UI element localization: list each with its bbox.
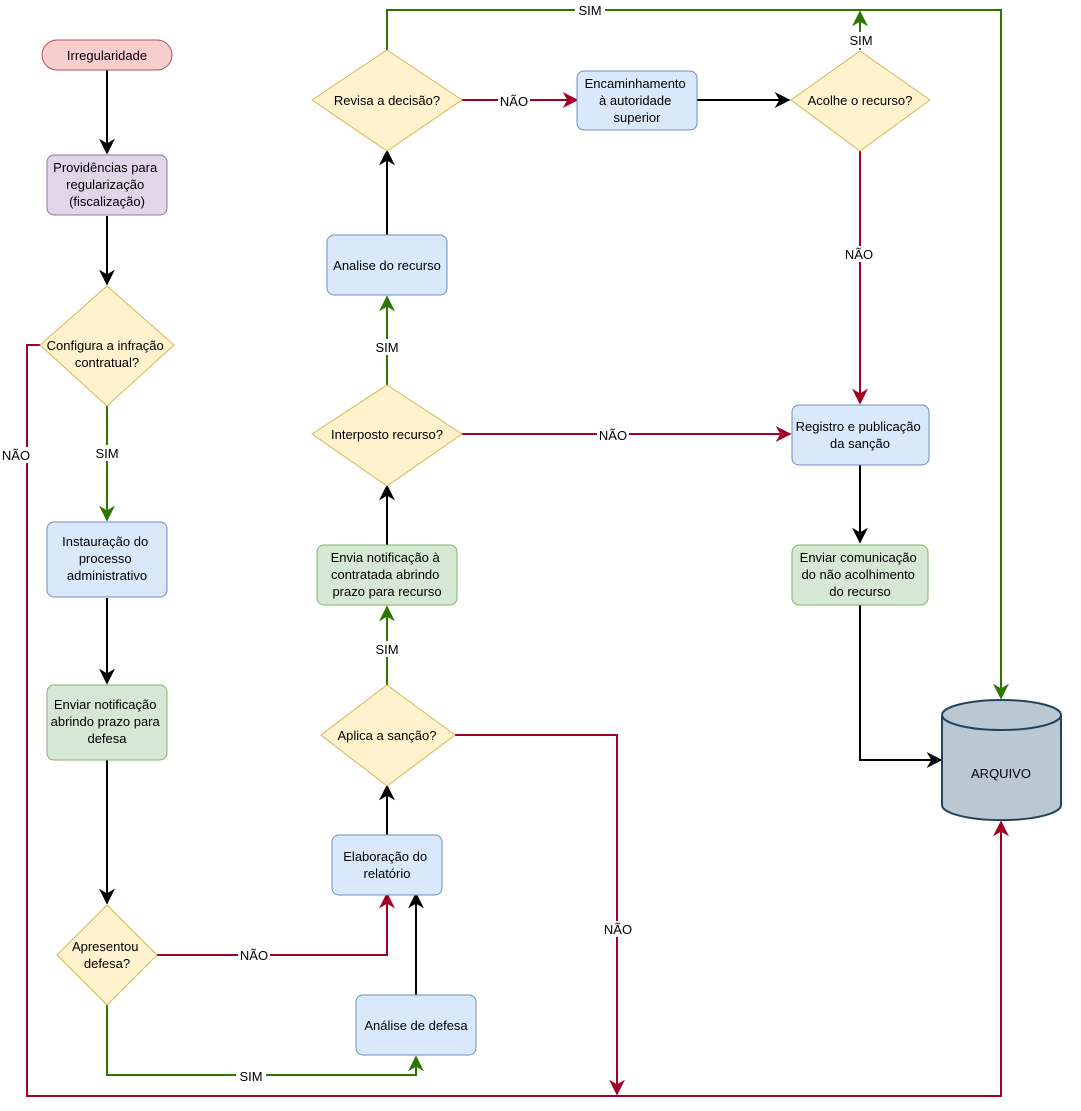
node-envia-line-3: prazo para recurso bbox=[332, 584, 441, 599]
label-aplica-sim: SIM bbox=[375, 642, 398, 657]
node-instauracao-line-3: administrativo bbox=[67, 568, 147, 583]
node-comunicacao-line-1: Enviar comunicação bbox=[800, 550, 917, 565]
node-comunicacao-label: Enviar comunicação do não acolhimento do… bbox=[800, 550, 921, 599]
edge-apresentou-elaboracao-nao bbox=[157, 892, 395, 956]
node-envia-line-2: contratada abrindo bbox=[331, 567, 439, 582]
node-instauracao[interactable]: Instauração do processo administrativo bbox=[46, 521, 168, 598]
node-registro-line-1: Registro e publicação bbox=[796, 419, 921, 434]
node-analise-recurso-label: Analise do recurso bbox=[333, 258, 441, 273]
node-comunicacao-line-2: do não acolhimento bbox=[801, 567, 914, 582]
node-instauracao-line-1: Instauração do bbox=[62, 534, 148, 549]
node-providencias-label: Providências para regularização (fiscali… bbox=[53, 160, 161, 209]
node-registro[interactable]: Registro e publicação da sanção bbox=[791, 404, 930, 466]
node-aplica-label: Aplica a sanção? bbox=[337, 728, 436, 743]
node-irregularidade-label: Irregularidade bbox=[67, 48, 147, 63]
node-encaminhamento-label: Encaminhamento à autoridade superior bbox=[585, 76, 690, 125]
node-comunicacao[interactable]: Enviar comunicação do não acolhimento do… bbox=[791, 544, 929, 606]
node-providencias-line-3: (fiscalização) bbox=[69, 194, 145, 209]
edge-comunicacao-arquivo bbox=[859, 605, 943, 768]
node-elaboracao[interactable]: Elaboração do relatório bbox=[331, 834, 443, 896]
node-configura-line-2: contratual? bbox=[75, 355, 139, 370]
node-providencias[interactable]: Providências para regularização (fiscali… bbox=[46, 154, 168, 216]
label-interposto-sim: SIM bbox=[375, 340, 398, 355]
node-enviar-notificacao-defesa[interactable]: Enviar notificação abrindo prazo para de… bbox=[46, 684, 168, 761]
node-apresentou-line-1: Apresentou bbox=[72, 939, 139, 954]
node-acolhe-label: Acolhe o recurso? bbox=[808, 93, 913, 108]
node-elaboracao-line-2: relatório bbox=[364, 866, 411, 881]
node-comunicacao-line-3: do recurso bbox=[829, 584, 890, 599]
node-apresentou-line-2: defesa? bbox=[84, 956, 130, 971]
edge-labels: SIM NÃO SIM NÃO SIM NÃO SIM NÃO NÃO SIM … bbox=[0, 2, 876, 1084]
node-aplica-decision[interactable]: Aplica a sanção? bbox=[320, 684, 456, 787]
node-elaboracao-line-1: Elaboração do bbox=[343, 849, 427, 864]
label-acolhe-sim: SIM bbox=[849, 33, 872, 48]
node-providencias-line-1: Providências para bbox=[53, 160, 158, 175]
node-irregularidade[interactable]: Irregularidade bbox=[41, 39, 173, 71]
node-enviar-notificacao-line-1: Enviar notificação bbox=[54, 697, 157, 712]
label-revisa-nao: NÃO bbox=[500, 94, 528, 109]
node-registro-label: Registro e publicação da sanção bbox=[796, 419, 925, 451]
node-elaboracao-label: Elaboração do relatório bbox=[343, 849, 430, 881]
label-configura-sim: SIM bbox=[95, 446, 118, 461]
node-analise-defesa-label: Análise de defesa bbox=[364, 1018, 468, 1033]
node-analise-defesa[interactable]: Análise de defesa bbox=[355, 994, 477, 1056]
edge-aplica-nao bbox=[455, 734, 625, 1096]
node-instauracao-line-2: processo bbox=[79, 551, 132, 566]
node-enviar-notificacao-line-2: abrindo prazo para bbox=[51, 714, 161, 729]
node-envia-line-1: Envia notificação à bbox=[331, 550, 441, 565]
node-encaminhamento-line-3: superior bbox=[614, 110, 662, 125]
label-configura-nao: NÃO bbox=[2, 448, 30, 463]
label-apresentou-sim: SIM bbox=[239, 1069, 262, 1084]
node-encaminhamento[interactable]: Encaminhamento à autoridade superior bbox=[576, 70, 698, 131]
node-configura-label: Configura a infração contratual? bbox=[47, 338, 168, 370]
label-aplica-nao: NÃO bbox=[604, 922, 632, 937]
node-interposto-decision[interactable]: Interposto recurso? bbox=[311, 384, 463, 487]
node-enviar-notificacao-label: Enviar notificação abrindo prazo para de… bbox=[51, 697, 164, 746]
node-arquivo-label: ARQUIVO bbox=[971, 766, 1031, 781]
edge-configura-arquivo-nao bbox=[26, 344, 1009, 1097]
label-acolhe-nao: NÃO bbox=[845, 247, 873, 262]
node-analise-recurso[interactable]: Analise do recurso bbox=[326, 234, 448, 296]
node-envia-notificacao-recurso[interactable]: Envia notificação à contratada abrindo p… bbox=[316, 544, 458, 606]
edge-revisa-arquivo-sim bbox=[386, 9, 1009, 700]
node-encaminhamento-line-2: à autoridade bbox=[599, 93, 671, 108]
node-enviar-notificacao-line-3: defesa bbox=[87, 731, 127, 746]
label-apresentou-nao: NÃO bbox=[240, 948, 268, 963]
node-apresentou-label: Apresentou defesa? bbox=[72, 939, 142, 971]
node-arquivo-database[interactable]: ARQUIVO bbox=[941, 699, 1062, 822]
node-registro-line-2: da sanção bbox=[830, 436, 890, 451]
node-configura-line-1: Configura a infração bbox=[47, 338, 164, 353]
label-interposto-nao: NÃO bbox=[599, 428, 627, 443]
node-revisa-decision[interactable]: Revisa a decisão? bbox=[311, 49, 463, 152]
node-apresentou-decision[interactable]: Apresentou defesa? bbox=[56, 904, 158, 1006]
node-interposto-label: Interposto recurso? bbox=[331, 427, 443, 442]
node-envia-notificacao-recurso-label: Envia notificação à contratada abrindo p… bbox=[331, 550, 444, 599]
node-acolhe-decision[interactable]: Acolhe o recurso? bbox=[790, 50, 931, 152]
node-configura-decision[interactable]: Configura a infração contratual? bbox=[39, 285, 175, 407]
node-encaminhamento-line-1: Encaminhamento bbox=[585, 76, 686, 91]
node-instauracao-label: Instauração do processo administrativo bbox=[62, 534, 152, 583]
node-providencias-line-2: regularização bbox=[66, 177, 144, 192]
nodes: Irregularidade Providências para regular… bbox=[39, 39, 1062, 1056]
node-revisa-label: Revisa a decisão? bbox=[334, 93, 440, 108]
label-revisa-sim: SIM bbox=[578, 3, 601, 18]
